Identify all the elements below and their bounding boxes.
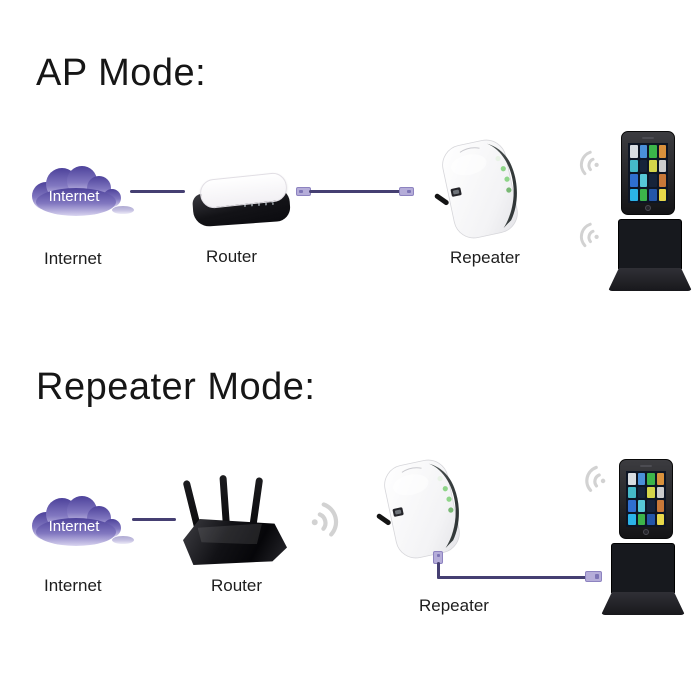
router-label: Router — [206, 247, 258, 266]
ethernet-cable-line — [309, 190, 401, 193]
wifi-signal-icon — [575, 147, 605, 181]
router-label: Router — [211, 576, 263, 595]
wireless-router-device — [182, 474, 287, 565]
internet-cloud-icon: Internet — [24, 490, 136, 556]
laptop-keyboard-base — [601, 592, 685, 615]
repeater-label: Repeater — [419, 596, 489, 615]
router-antenna — [249, 477, 264, 530]
internet-label: Internet — [44, 249, 102, 268]
ap-mode-title: AP Mode: — [36, 52, 207, 94]
ethernet-cable-line — [437, 576, 587, 579]
wifi-signal-icon — [580, 462, 612, 498]
ethernet-cable-line — [437, 562, 440, 579]
laptop-keyboard-base — [608, 268, 692, 291]
phone-home-button — [645, 205, 651, 211]
rj45-connector-icon — [585, 571, 602, 582]
laptop — [608, 219, 692, 291]
internet-cloud-label: Internet — [49, 518, 101, 535]
laptop-screen — [611, 543, 675, 593]
router-antenna — [219, 474, 230, 528]
phone-app-grid — [630, 145, 666, 201]
repeater-device — [372, 457, 468, 561]
wifi-signal-icon — [303, 498, 345, 544]
network-link-line — [132, 518, 176, 521]
repeater-device — [430, 137, 526, 241]
internet-cloud-label: Internet — [49, 188, 101, 205]
phone-app-grid — [628, 473, 664, 525]
router-body — [183, 519, 287, 565]
rj45-connector-icon — [399, 187, 414, 196]
repeater-mode-title: Repeater Mode: — [36, 366, 316, 408]
smartphone — [621, 131, 675, 215]
laptop-screen — [618, 219, 682, 269]
internet-label: Internet — [44, 576, 102, 595]
phone-earpiece — [642, 137, 654, 139]
internet-cloud-icon: Internet — [24, 160, 136, 226]
phone-earpiece — [640, 465, 652, 467]
laptop — [601, 543, 685, 615]
router-device — [191, 171, 292, 230]
phone-screen — [628, 143, 668, 203]
smartphone — [619, 459, 673, 539]
wifi-signal-icon — [575, 219, 605, 253]
network-link-line — [130, 190, 185, 193]
repeater-label: Repeater — [450, 248, 520, 267]
phone-home-button — [643, 529, 649, 535]
phone-screen — [626, 471, 666, 527]
